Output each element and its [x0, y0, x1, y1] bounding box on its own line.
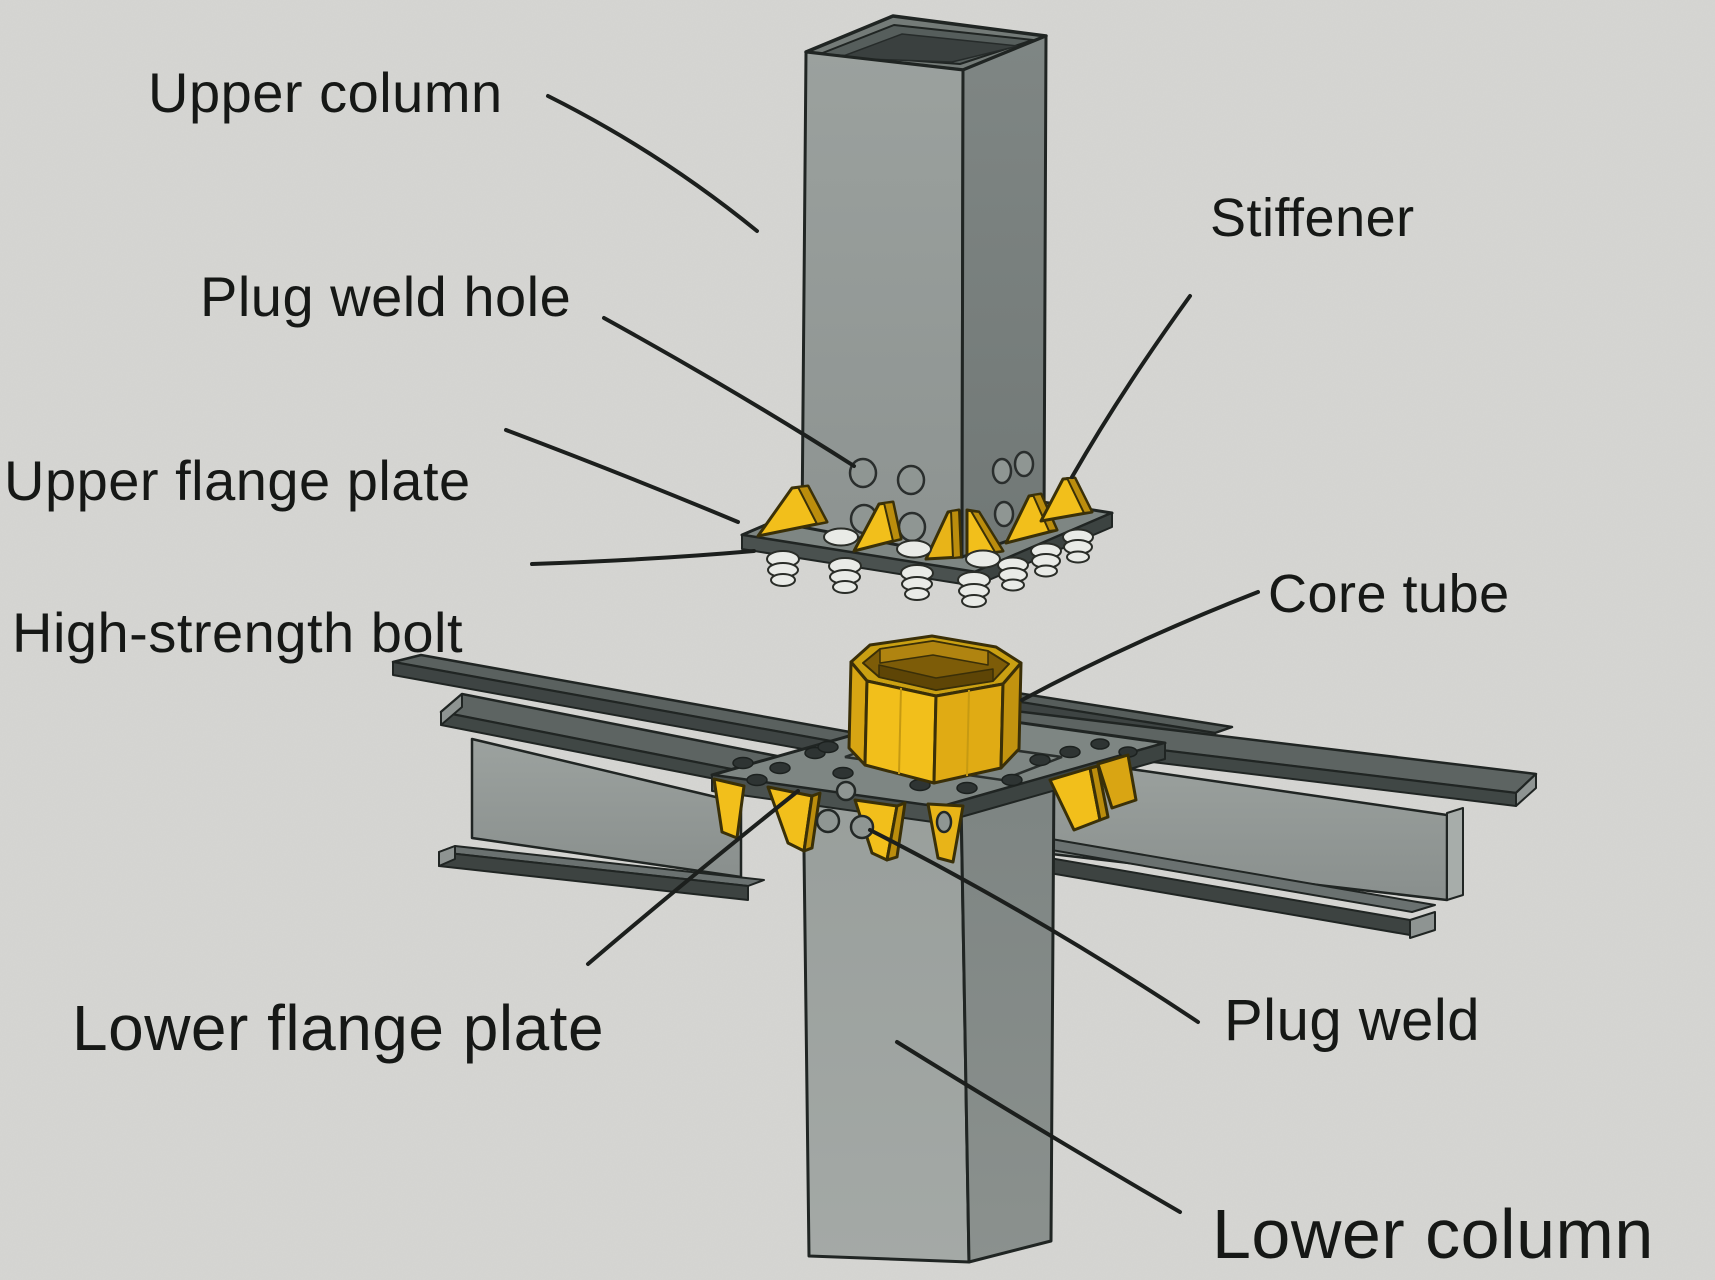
right-beam-bottom-flange-end: [1409, 911, 1436, 939]
plug-weld-hole-circle: [896, 464, 926, 496]
leader-upper-column: [546, 94, 759, 233]
stiffener-upper-side: [883, 501, 902, 542]
plug-weld-dot: [815, 808, 841, 834]
plug-weld-dot: [835, 780, 857, 802]
leader-lines: [504, 94, 1260, 1214]
right-beam-top-flange-end: [1515, 773, 1537, 807]
bolt-stack: [957, 571, 991, 608]
plug-weld-dot: [935, 810, 953, 834]
bolt-head: [965, 549, 1001, 569]
stiffener-upper-side: [797, 485, 828, 525]
core-tube-right-chamfer: [999, 661, 1023, 770]
leader-upper-flange-plate: [504, 428, 740, 524]
steel-beam-left: [438, 692, 779, 901]
plug-weld-hole-circle: [991, 457, 1013, 485]
bolt-head: [896, 539, 932, 559]
lower-stiffeners: [712, 753, 1138, 864]
stiffener-lower-side: [802, 791, 822, 853]
label-plug-weld: Plug weld: [1224, 988, 1480, 1053]
label-upper-column: Upper column: [148, 61, 503, 124]
core-tube-panel-seam: [898, 687, 902, 775]
stiffener-upper-side: [970, 510, 1004, 553]
upper-column-front-left-face: [800, 50, 965, 559]
stiffener-lower: [1096, 753, 1138, 810]
core-tube-inner-back-wall: [879, 640, 989, 666]
lower-column: [801, 768, 1056, 1264]
bolt-stack: [766, 550, 800, 587]
left-beam-bottom-flange-end: [438, 845, 456, 867]
label-stiffener: Stiffener: [1210, 188, 1415, 248]
plug-weld-hole-circle: [897, 511, 927, 543]
leader-lower-column: [895, 1040, 1182, 1214]
bolt-stack: [1030, 542, 1062, 578]
label-high-strength-bolt: High-strength bolt: [12, 601, 463, 664]
left-beam-top-flange-end: [440, 693, 463, 726]
plug-welds: [815, 780, 953, 840]
leader-plug-weld-hole: [602, 316, 856, 468]
lower-column-front-right-face: [959, 768, 1056, 1264]
core-tube-inner-front-wall: [878, 664, 994, 691]
core-tube: [847, 634, 1023, 785]
leader-core-tube: [1020, 590, 1260, 702]
label-lower-column: Lower column: [1212, 1195, 1654, 1273]
labels: Upper column Plug weld hole Upper flange…: [4, 61, 1654, 1273]
label-plug-weld-hole: Plug weld hole: [200, 265, 571, 328]
leader-lower-flange-plate: [586, 789, 800, 966]
steel-beam-right: [968, 706, 1538, 939]
plug-weld-hole-circle: [1013, 450, 1035, 478]
leader-high-strength-bolt: [530, 549, 756, 566]
label-lower-flange-plate: Lower flange plate: [72, 992, 604, 1064]
plug-weld-hole-circle: [848, 457, 878, 489]
bolt-stack: [1062, 528, 1094, 564]
plug-weld-dot: [849, 814, 875, 840]
stiffener-upper-side: [950, 509, 962, 559]
right-beam-web-end: [1446, 807, 1464, 901]
bolt-stack: [900, 564, 934, 601]
bolt-head: [823, 527, 859, 547]
upper-stiffeners: [756, 476, 1094, 561]
high-strength-bolts: [766, 527, 1094, 608]
bolt-stack: [828, 557, 862, 594]
core-tube-panel-seam: [966, 689, 970, 777]
lower-plate-bolt-holes: [732, 738, 1138, 795]
label-upper-flange-plate: Upper flange plate: [4, 449, 471, 512]
stiffener-lower-side: [1088, 764, 1110, 822]
leader-stiffener: [1070, 294, 1192, 479]
bolt-stack: [997, 556, 1029, 592]
plug-weld-hole-circle: [993, 500, 1015, 528]
leader-plug-weld: [868, 828, 1200, 1024]
label-core-tube: Core tube: [1268, 564, 1510, 624]
